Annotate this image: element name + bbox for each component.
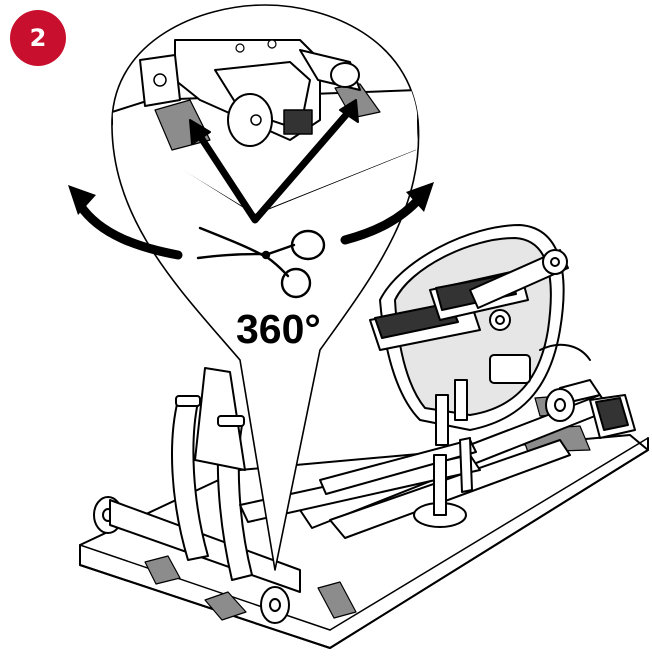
rotation-label: 360° bbox=[236, 306, 321, 352]
rear-frame bbox=[93, 367, 301, 624]
scissors-icon bbox=[196, 226, 326, 299]
curved-arrow-left-icon[interactable] bbox=[68, 185, 183, 260]
front-stands bbox=[413, 379, 473, 528]
front-end bbox=[489, 343, 636, 439]
step-number-badge: 2 bbox=[10, 10, 66, 66]
pedal-arm bbox=[469, 249, 569, 309]
step-badge-disc bbox=[10, 10, 66, 66]
step-number: 2 bbox=[29, 24, 47, 52]
curved-arrow-right-icon[interactable] bbox=[340, 182, 434, 245]
v-arrows-icon bbox=[189, 99, 359, 224]
main-beam bbox=[239, 439, 481, 523]
